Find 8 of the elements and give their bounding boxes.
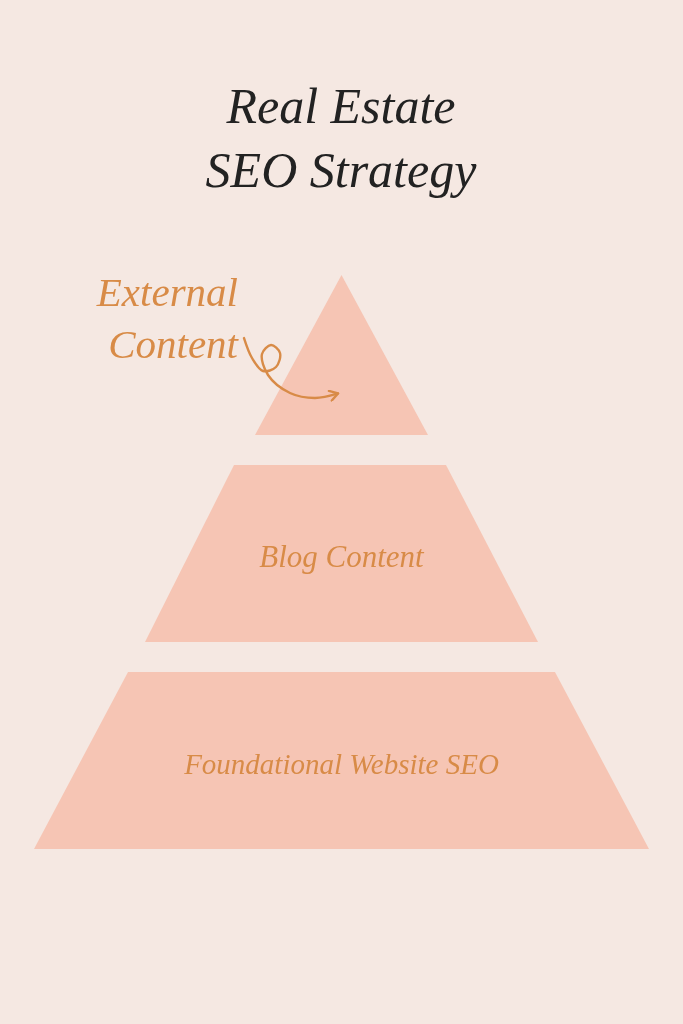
curly-arrow: [242, 336, 340, 402]
pyramid-top-tier: [255, 275, 428, 435]
tier-label: Blog Content: [259, 539, 424, 576]
pyramid-middle-tier: [145, 465, 538, 642]
pyramid-base-tier: [34, 672, 649, 849]
tier-label: Foundational Website SEO: [184, 747, 499, 781]
title: Real Estate SEO Strategy: [204, 77, 478, 200]
callout-text: External Content: [66, 266, 238, 372]
